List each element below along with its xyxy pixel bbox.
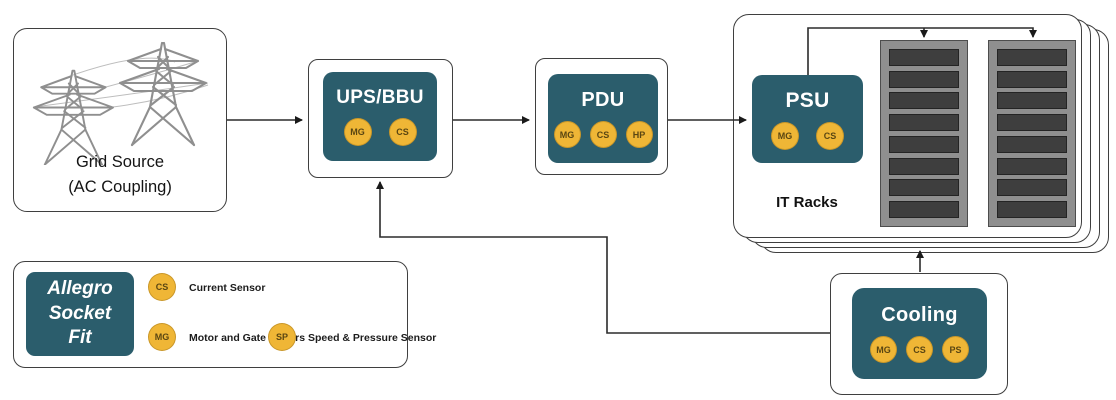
rack-slot: [997, 92, 1067, 110]
ups-bbu-chips: MG CS: [343, 118, 417, 146]
legend: Allegro Socket Fit CS Current Sensor MG …: [13, 261, 436, 368]
rack-slot: [997, 200, 1067, 218]
it-racks-label: IT Racks: [776, 194, 838, 211]
sp-legend-label: Speed & Pressure Sensor: [308, 332, 437, 344]
hp-chip: HP: [625, 121, 653, 148]
rack-slot: [889, 200, 959, 218]
cooling-label: Cooling: [881, 304, 958, 326]
server-rack-1: [880, 40, 968, 227]
ups-bbu-label: UPS/BBU: [336, 87, 424, 108]
pdu-node: PDU MG CS HP: [535, 58, 668, 175]
rack-slot: [889, 49, 959, 66]
legend-title-line1: Allegro: [47, 277, 113, 299]
cs-chip: CS: [388, 118, 417, 146]
rack-slot: [889, 92, 959, 110]
grid-source-node: Grid Source (AC Coupling): [13, 28, 227, 212]
pdu-inner-box: PDU MG CS HP: [548, 74, 658, 163]
transmission-towers-icon: [32, 41, 209, 165]
pdu-label: PDU: [581, 89, 625, 111]
rack-slot: [997, 49, 1067, 66]
rack-slot: [889, 157, 959, 175]
rack-slot: [889, 135, 959, 153]
ups-bbu-node: UPS/BBU MG CS: [308, 59, 453, 178]
grid-source-label: Grid Source (AC Coupling): [14, 150, 226, 201]
rack-slot: [997, 135, 1067, 153]
mg-chip: MG: [771, 121, 799, 150]
ps-chip: PS: [942, 336, 969, 363]
rack-slot: [889, 70, 959, 88]
grid-source-label-line1: Grid Source: [75, 152, 165, 171]
rack-slot: [997, 179, 1067, 197]
mg-legend-chip: MG: [148, 323, 176, 351]
psu-node: PSU MG CS: [752, 75, 863, 163]
rack-slot: [889, 114, 959, 132]
cs-chip: CS: [589, 121, 617, 148]
legend-title: Allegro Socket Fit: [26, 272, 134, 356]
grid-source-label-line2: (AC Coupling): [68, 178, 172, 197]
ups-bbu-inner-box: UPS/BBU MG CS: [323, 72, 437, 161]
rack-slot: [889, 179, 959, 197]
mg-chip: MG: [343, 118, 372, 146]
cs-chip: CS: [816, 121, 844, 150]
server-rack-2: [988, 40, 1076, 227]
cs-legend-label: Current Sensor: [189, 282, 266, 294]
cooling-chips: MG CS PS: [870, 336, 969, 363]
pdu-chips: MG CS HP: [553, 121, 653, 148]
legend-title-line3: Fit: [68, 327, 92, 349]
rack-slot: [997, 70, 1067, 88]
legend-title-line2: Socket: [48, 302, 112, 324]
psu-label: PSU: [785, 88, 830, 112]
rack-slot: [997, 114, 1067, 132]
cooling-inner-box: Cooling MG CS PS: [852, 288, 987, 379]
sp-legend-chip: SP: [268, 323, 296, 351]
mg-chip: MG: [870, 336, 897, 363]
psu-chips: MG CS: [771, 121, 844, 150]
rack-slot: [997, 157, 1067, 175]
cs-legend-chip: CS: [148, 273, 176, 301]
cs-chip: CS: [906, 336, 933, 363]
mg-chip: MG: [553, 121, 581, 148]
cooling-node: Cooling MG CS PS: [830, 273, 1008, 395]
